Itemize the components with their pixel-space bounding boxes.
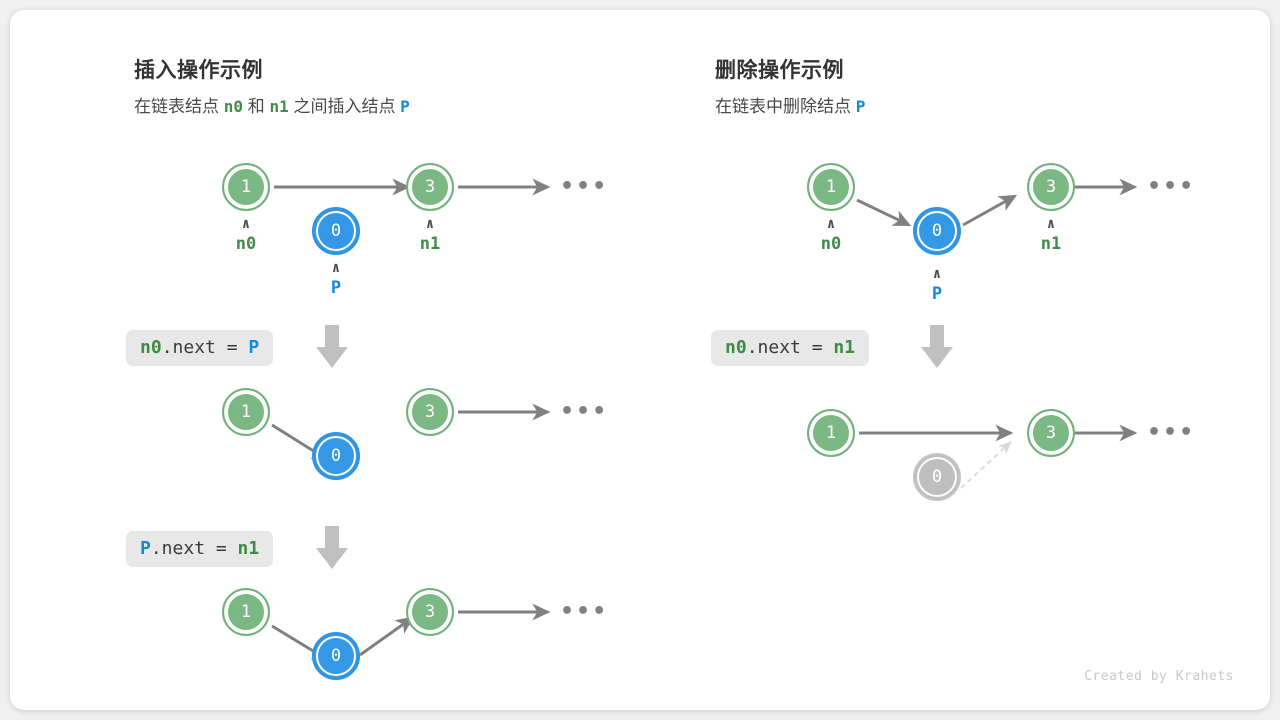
node-label: 0: [931, 221, 943, 241]
panel-delete: 删除操作示例 在链表中删除结点 P 3 , 3 -> ... -->: [705, 10, 1265, 710]
pointer-n1: ∧ n1: [400, 216, 460, 254]
node-value-3[interactable]: 3: [1027, 409, 1075, 457]
pointer-p: ∧ P: [306, 260, 366, 298]
code-chip-p-next-n1: P.next = n1: [126, 531, 274, 567]
subtitle-text: 在链表中删除结点: [715, 97, 856, 116]
subtitle-text: 之间插入结点: [288, 97, 401, 116]
code-var: n0: [140, 337, 162, 358]
pointer-label: n0: [820, 234, 842, 254]
pointer-n1: ∧ n1: [1021, 216, 1081, 254]
caret-icon: ∧: [331, 260, 341, 276]
pointer-n0: ∧ n0: [216, 216, 276, 254]
step-down-arrow-icon: [316, 526, 348, 569]
subtitle-var-p: P: [855, 97, 866, 116]
credit-text: Created by Krahets: [1084, 669, 1234, 684]
caret-icon: ∧: [425, 216, 435, 232]
delete-edges: 3 , 3 -> ... -->: [856, 178, 1138, 489]
caret-icon: ∧: [826, 216, 836, 232]
node-label: 0: [330, 646, 342, 666]
pointer-n0: ∧ n0: [801, 216, 861, 254]
code-text: .next =: [150, 538, 238, 559]
panel-insert: 插入操作示例 在链表结点 n0 和 n1 之间插入结点 P: [120, 10, 700, 710]
code-text: .next =: [746, 337, 834, 358]
node-label: 0: [931, 467, 943, 487]
node-value-0[interactable]: 0: [312, 632, 360, 680]
subtitle-var-p: P: [400, 97, 410, 116]
node-value-0-deleted[interactable]: 0: [913, 453, 961, 501]
node-label: 3: [424, 177, 436, 197]
node-label: 0: [330, 221, 342, 241]
node-label: 1: [825, 177, 837, 197]
delete-panel-title: 删除操作示例: [715, 59, 844, 82]
step-down-arrow-icon: [921, 325, 953, 368]
pointer-p: ∧ P: [907, 266, 967, 304]
node-value-3[interactable]: 3: [406, 388, 454, 436]
caret-icon: ∧: [1046, 216, 1056, 232]
pointer-label: n1: [1040, 234, 1062, 254]
subtitle-text: 在链表结点: [134, 97, 224, 116]
subtitle-text: 和: [243, 97, 270, 116]
pointer-label: n1: [419, 234, 441, 254]
code-var: P: [248, 337, 260, 358]
node-value-1[interactable]: 1: [807, 163, 855, 211]
node-label: 3: [424, 402, 436, 422]
pointer-label: n0: [235, 234, 257, 254]
pointer-label: P: [330, 278, 342, 298]
subtitle-var-n1: n1: [269, 97, 289, 116]
pointer-label: P: [931, 284, 943, 304]
node-value-1[interactable]: 1: [222, 388, 270, 436]
caret-icon: ∧: [932, 266, 942, 282]
node-label: 1: [825, 423, 837, 443]
node-label: 3: [424, 602, 436, 622]
node-value-3[interactable]: 3: [406, 163, 454, 211]
insert-panel-title: 插入操作示例: [134, 59, 263, 82]
node-value-0[interactable]: 0: [913, 207, 961, 255]
code-var: n0: [725, 337, 747, 358]
node-label: 3: [1045, 423, 1057, 443]
code-var: n1: [237, 538, 260, 559]
insert-panel-subtitle: 在链表结点 n0 和 n1 之间插入结点 P: [134, 92, 410, 117]
node-label: 1: [240, 602, 252, 622]
code-var: n1: [833, 337, 856, 358]
code-chip-n0-next-n1: n0.next = n1: [711, 330, 870, 366]
node-value-0[interactable]: 0: [312, 207, 360, 255]
code-var: P: [140, 538, 151, 559]
code-chip-n0-next-p: n0.next = P: [126, 330, 274, 366]
subtitle-var-n0: n0: [223, 97, 243, 116]
step-down-arrow-icon: [316, 325, 348, 368]
node-label: 0: [330, 446, 342, 466]
node-value-1[interactable]: 1: [222, 588, 270, 636]
node-value-0[interactable]: 0: [312, 432, 360, 480]
node-value-1[interactable]: 1: [807, 409, 855, 457]
caret-icon: ∧: [241, 216, 251, 232]
node-label: 1: [240, 177, 252, 197]
diagram-canvas: 插入操作示例 在链表结点 n0 和 n1 之间插入结点 P: [10, 10, 1270, 710]
node-value-3[interactable]: 3: [406, 588, 454, 636]
node-label: 1: [240, 402, 252, 422]
delete-panel-subtitle: 在链表中删除结点 P: [715, 92, 865, 117]
node-value-1[interactable]: 1: [222, 163, 270, 211]
node-value-3[interactable]: 3: [1027, 163, 1075, 211]
code-text: .next =: [161, 337, 249, 358]
node-label: 3: [1045, 177, 1057, 197]
